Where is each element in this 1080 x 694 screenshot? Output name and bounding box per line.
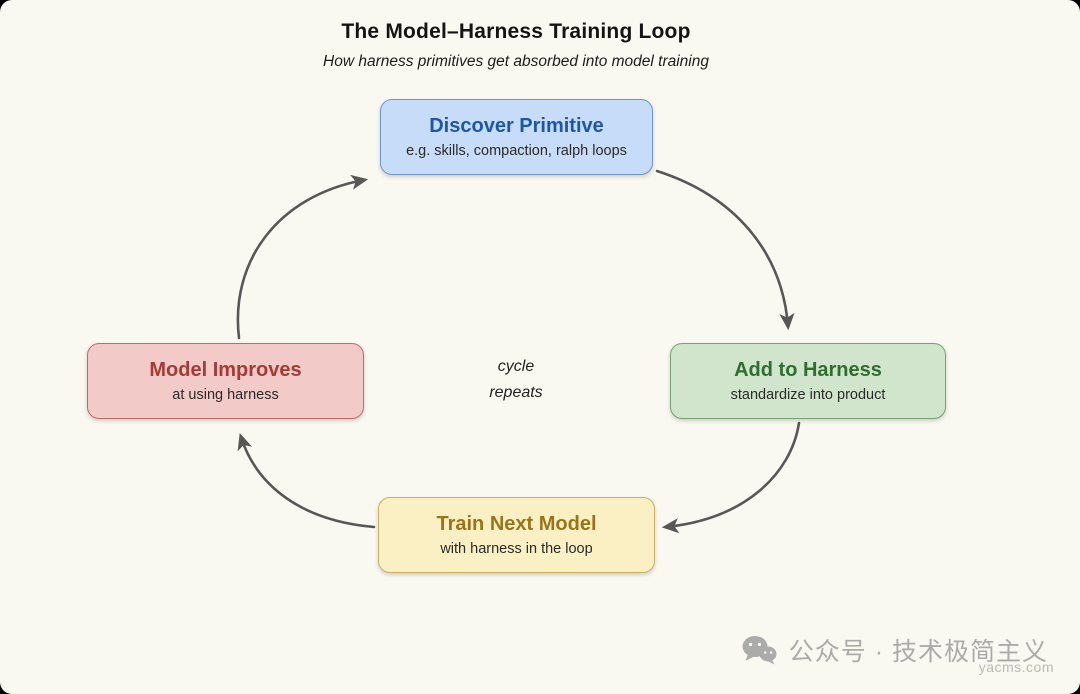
node-improve-title: Model Improves [149,359,302,381]
arrow-discover-to-add [655,169,795,331]
page-title: The Model–Harness Training Loop [341,20,691,43]
node-discover-title: Discover Primitive [429,115,604,137]
node-add-subtitle: standardize into product [730,387,886,403]
watermark: 公众号 · 技术极简主义 [741,632,1048,668]
cycle-label-line2: repeats [489,383,543,401]
node-train-subtitle: with harness in the loop [440,541,593,557]
arrow-add-to-train [661,421,801,534]
arrow-train-to-improve [237,432,376,529]
page-subtitle: How harness primitives get absorbed into… [323,53,709,70]
node-add-title: Add to Harness [734,359,882,381]
node-discover-subtitle: e.g. skills, compaction, ralph loops [406,143,627,159]
cycle-repeats-label: cycle repeats [489,354,542,406]
arrow-improve-to-discover [236,174,369,340]
node-improve-subtitle: at using harness [172,387,279,403]
header: The Model–Harness Training Loop How harn… [323,20,709,71]
cycle-label-line1: cycle [497,358,535,375]
node-model-improves: Model Improves at using harness [87,343,364,419]
node-train-title: Train Next Model [436,513,597,535]
node-add-to-harness: Add to Harness standardize into product [670,343,946,419]
watermark-text: 公众号 · 技术极简主义 [788,638,1048,666]
wechat-icon [741,635,777,665]
node-train-next-model: Train Next Model with harness in the loo… [378,497,655,573]
watermark-domain: yacms.com [978,659,1054,675]
node-discover-primitive: Discover Primitive e.g. skills, compacti… [380,99,653,175]
